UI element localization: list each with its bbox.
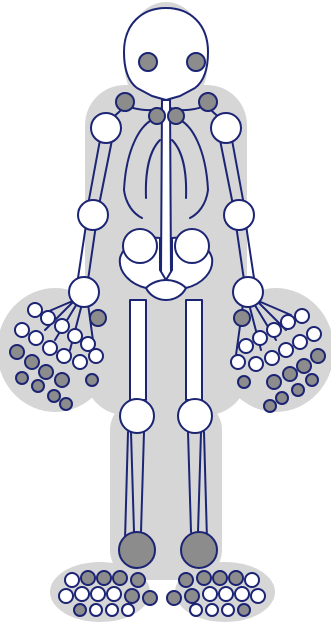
right-hand-joint: [293, 335, 307, 349]
right-foot-joint: [222, 604, 234, 616]
right-foot-joint: [185, 589, 199, 603]
left-foot-joint: [131, 573, 145, 587]
left-hand-joint: [90, 310, 106, 326]
left-foot-joint: [143, 591, 157, 605]
right-shoulder-joint: [211, 113, 241, 143]
left-foot-joint: [91, 587, 105, 601]
left-hand-joint: [28, 303, 42, 317]
right-hand-joint: [264, 400, 276, 412]
left-foot-joint: [106, 604, 118, 616]
left-acromioclavicular-joint: [116, 93, 134, 111]
left-foot-joint: [107, 587, 121, 601]
left-hand-joint: [60, 398, 72, 410]
right-hand-joint: [283, 367, 297, 381]
left-hip-joint: [123, 229, 157, 263]
right-sternoclavicular-joint: [168, 108, 184, 124]
left-hand-joint: [73, 355, 87, 369]
left-hand-joint: [39, 365, 53, 379]
right-ankle-joint: [181, 532, 217, 568]
right-hip-joint: [175, 229, 209, 263]
right-hand-joint: [276, 392, 288, 404]
right-foot-joint: [235, 587, 249, 601]
left-foot-joint: [74, 604, 86, 616]
right-hand-joint: [297, 359, 311, 373]
right-hand-joint: [238, 376, 250, 388]
right-foot-joint: [206, 604, 218, 616]
left-wrist-joint: [69, 277, 99, 307]
right-hand-joint: [306, 374, 318, 386]
right-hand-joint: [279, 343, 293, 357]
right-hand-joint: [292, 384, 304, 396]
left-foot-joint: [81, 571, 95, 585]
right-hand-joint: [239, 339, 253, 353]
right-hand-joint: [295, 309, 309, 323]
left-foot-joint: [59, 589, 73, 603]
right-hand-joint: [281, 315, 295, 329]
right-hand-joint: [307, 327, 321, 341]
left-hand-joint: [16, 372, 28, 384]
left-hand-joint: [29, 331, 43, 345]
left-hand-joint: [25, 355, 39, 369]
right-wrist-joint: [233, 277, 263, 307]
right-hand-joint: [231, 355, 245, 369]
left-hand-joint: [43, 341, 57, 355]
left-elbow-joint: [78, 200, 108, 230]
left-hand-joint: [55, 319, 69, 333]
spine: [161, 100, 171, 282]
right-jaw-joint: [187, 53, 205, 71]
left-jaw-joint: [139, 53, 157, 71]
right-foot-joint: [245, 573, 259, 587]
right-foot-joint: [229, 571, 243, 585]
right-hand-joint: [267, 375, 281, 389]
left-hand-joint: [86, 374, 98, 386]
right-foot-joint: [179, 573, 193, 587]
left-hand-joint: [32, 380, 44, 392]
right-hand-joint: [234, 310, 250, 326]
right-hand-joint: [253, 331, 267, 345]
left-foot-joint: [122, 604, 134, 616]
right-hand-joint: [249, 357, 263, 371]
right-foot-joint: [197, 571, 211, 585]
left-hand-joint: [15, 323, 29, 337]
left-sternoclavicular-joint: [149, 108, 165, 124]
left-hand-joint: [57, 349, 71, 363]
right-acromioclavicular-joint: [199, 93, 217, 111]
right-foot-joint: [203, 587, 217, 601]
left-foot-joint: [75, 587, 89, 601]
left-foot-joint: [65, 573, 79, 587]
right-foot-joint: [219, 587, 233, 601]
left-foot-joint: [90, 604, 102, 616]
left-foot-joint: [113, 571, 127, 585]
left-hand-joint: [68, 329, 82, 343]
right-elbow-joint: [224, 200, 254, 230]
left-hand-joint: [89, 349, 103, 363]
right-knee-joint: [178, 399, 212, 433]
right-foot-joint: [238, 604, 250, 616]
left-shoulder-joint: [91, 113, 121, 143]
left-hand-joint: [48, 390, 60, 402]
left-foot-joint: [125, 589, 139, 603]
right-hand-joint: [311, 349, 325, 363]
right-foot-joint: [213, 571, 227, 585]
right-hand-joint: [267, 323, 281, 337]
right-foot-joint: [167, 591, 181, 605]
left-ankle-joint: [119, 532, 155, 568]
left-hand-joint: [55, 373, 69, 387]
right-hand-joint: [265, 351, 279, 365]
left-hand-joint: [10, 345, 24, 359]
left-hand-joint: [41, 311, 55, 325]
right-foot-joint: [251, 589, 265, 603]
left-knee-joint: [120, 399, 154, 433]
right-foot-joint: [190, 604, 202, 616]
left-foot-joint: [97, 571, 111, 585]
